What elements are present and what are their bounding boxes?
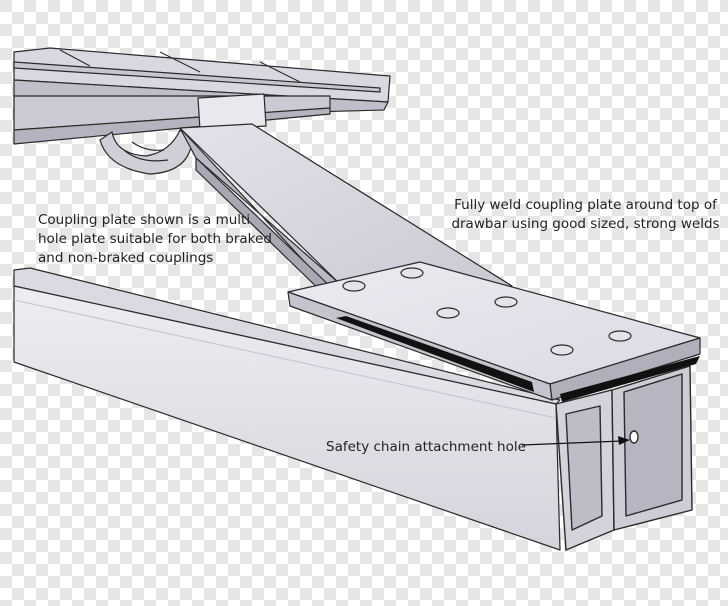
- trailer-frame: [13, 47, 391, 145]
- plate-hole: [436, 307, 460, 319]
- plate-holes: [342, 267, 632, 356]
- plate-hole: [494, 296, 518, 308]
- arrow-head-icon: [618, 436, 630, 445]
- weld-callout: Fully weld coupling plate around top of …: [451, 197, 720, 232]
- coupling-plate: [287, 261, 701, 402]
- plate-hole: [550, 344, 574, 356]
- plate-hole: [400, 267, 424, 279]
- safety-chain-callout: Safety chain attachment hole: [326, 439, 526, 455]
- weld-bead: [336, 316, 534, 392]
- plate-hole: [608, 330, 632, 342]
- safety-chain-leader: [521, 436, 630, 446]
- main-beam: [13, 267, 561, 551]
- safety-chain-hole: [629, 430, 639, 444]
- beam-end-section: [555, 365, 693, 551]
- coupling-plate-callout: Coupling plate shown is a multi hole pla…: [38, 212, 272, 266]
- plate-hole: [342, 280, 366, 292]
